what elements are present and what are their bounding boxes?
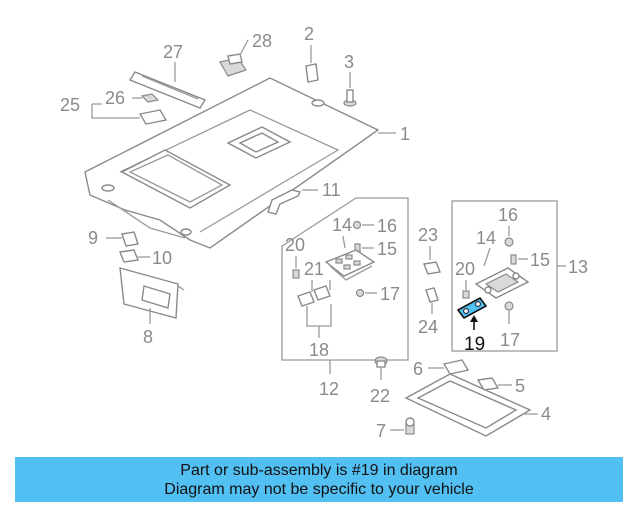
callout-16-right: 16 [498,205,518,225]
screw-part-16-left [352,220,362,230]
screw-part-17-left [355,288,365,298]
callout-1: 1 [400,124,410,144]
callout-26: 26 [105,88,125,108]
grip-part-11 [267,189,302,215]
bulb-part-15-right [510,254,517,265]
callout-3: 3 [344,52,354,72]
lens-part-19-highlighted [456,296,488,320]
callout-2: 2 [304,24,314,44]
parts-diagram: 1 27 28 2 3 25 26 11 9 [60,24,588,441]
map-lamp-assembly [324,249,376,281]
screw-part-20-right [462,290,470,299]
rail-part-27 [128,71,207,109]
callout-4: 4 [541,404,551,424]
callout-25: 25 [60,95,80,115]
screw-part-16-right [504,237,514,247]
callout-17-left: 17 [380,284,400,304]
clip-part-24 [425,287,439,303]
clip-part-26 [140,93,160,103]
callout-7: 7 [376,421,386,441]
bolt-part-7 [405,417,415,435]
cover-part-10 [119,249,139,263]
screw-part-17-right [504,301,514,311]
callout-13: 13 [568,257,588,277]
sunroof-frame-part-4 [404,373,532,437]
callout-27: 27 [163,42,183,62]
group-box-13 [451,200,558,352]
banner-line-disclaimer: Diagram may not be specific to your vehi… [164,481,474,498]
callout-23: 23 [418,225,438,245]
callout-14-left: 14 [332,215,352,235]
group-box-12 [281,197,409,361]
callout-6: 6 [413,359,423,379]
callout-10: 10 [152,248,172,268]
banner-line-part-number: Part or sub-assembly is #19 in diagram [180,462,458,479]
callout-14-right: 14 [476,228,496,248]
info-banner: Part or sub-assembly is #19 in diagram D… [15,457,623,502]
callout-28: 28 [252,31,272,51]
callout-24: 24 [418,317,438,337]
callout-22: 22 [370,386,390,406]
clip-part-2 [305,63,319,83]
clip-part-28 [219,53,247,77]
callout-5: 5 [515,376,525,396]
callout-15-right: 15 [530,250,550,270]
clip-part-3 [343,89,357,107]
dome-lamp-assembly [474,267,530,299]
callout-16-left: 16 [377,216,397,236]
bracket-part-5 [476,377,500,391]
callout-18: 18 [309,340,329,360]
screw-part-20-left [292,269,300,279]
callout-8: 8 [143,327,153,347]
sun-visor-part-8 [119,267,185,319]
bracket-part-25 [138,109,168,125]
plug-part-22 [374,356,388,368]
callout-19: 19 [464,334,485,355]
callout-20-right: 20 [455,259,475,279]
lens-part-21 [297,285,331,307]
callout-9: 9 [88,228,98,248]
callout-15-left: 15 [377,239,397,259]
callout-17-right: 17 [500,330,520,350]
headliner-part [84,77,380,249]
bracket-part-6 [442,359,470,375]
clip-part-23 [423,261,441,275]
callout-20-left: 20 [285,235,305,255]
hook-part-9 [121,231,139,247]
callout-21: 21 [304,259,324,279]
callout-11: 11 [322,180,341,200]
callout-12: 12 [319,379,339,399]
